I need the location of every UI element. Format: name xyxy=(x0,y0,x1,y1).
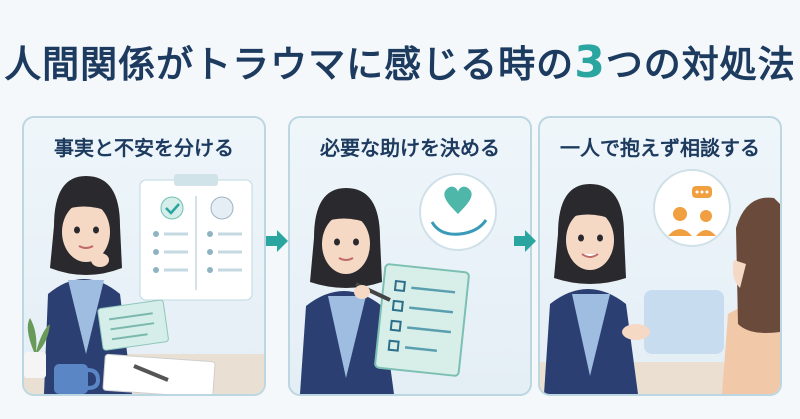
checklist-paper xyxy=(374,263,470,377)
pen-icon xyxy=(133,364,169,382)
board-clip xyxy=(174,174,218,186)
smile xyxy=(338,257,354,261)
mug-icon xyxy=(54,364,88,394)
sofa xyxy=(644,290,724,354)
face xyxy=(566,210,614,270)
face xyxy=(322,214,370,274)
list-bullets xyxy=(153,231,213,273)
brain-icon xyxy=(210,196,234,220)
gesture-hand xyxy=(622,324,650,340)
checklist-items xyxy=(387,279,456,352)
panel-consult: 一人で抱えず相談する xyxy=(538,116,782,396)
blouse xyxy=(68,280,104,354)
blouse xyxy=(572,294,610,376)
panel-3-heading: 一人で抱えず相談する xyxy=(560,136,760,160)
plant-pot xyxy=(24,352,46,378)
title-number: 3 xyxy=(574,37,606,88)
arrow-right-icon xyxy=(266,230,288,252)
arrow-right-icon xyxy=(514,230,536,252)
panel-3-illustration xyxy=(540,169,780,394)
blouse xyxy=(328,296,366,378)
note-lines xyxy=(108,312,155,341)
list-lines xyxy=(164,232,242,272)
listener-cheek xyxy=(732,260,746,288)
hand-chin xyxy=(91,253,109,267)
panel-1-heading: 事実と不安を分ける xyxy=(54,136,234,160)
panel-separate-facts: 事実と不安を分ける xyxy=(22,116,266,396)
check-mark-icon xyxy=(165,203,180,215)
panel-2-illustration xyxy=(300,173,497,394)
title-main: 人間関係がトラウマに感じる時の xyxy=(4,43,575,86)
check-circle-icon xyxy=(160,196,184,220)
consult-bubble xyxy=(653,169,731,247)
panel-1-illustration xyxy=(24,174,264,394)
bangs xyxy=(324,212,370,224)
listener-hair xyxy=(736,197,780,333)
heart-icon xyxy=(444,186,472,214)
plant-icon xyxy=(27,318,50,352)
mug-handle xyxy=(87,368,101,390)
face xyxy=(62,202,110,262)
people-talk-icon xyxy=(668,207,716,236)
title-tail: つの対処法 xyxy=(605,43,796,86)
main-title: 人間関係がトラウマに感じる時の3つの対処法 xyxy=(0,34,800,88)
eyes xyxy=(74,226,99,234)
eyes xyxy=(578,234,603,242)
panel-decide-help: 必要な助けを決める xyxy=(288,116,532,396)
smile xyxy=(78,245,94,249)
smile xyxy=(581,253,599,258)
hand-icon xyxy=(430,219,488,236)
eyes xyxy=(334,238,359,246)
hand-pen xyxy=(354,285,370,299)
bangs xyxy=(568,208,614,220)
bangs xyxy=(64,200,110,212)
note-paper xyxy=(97,299,169,351)
panel-2-heading: 必要な助けを決める xyxy=(320,136,500,160)
